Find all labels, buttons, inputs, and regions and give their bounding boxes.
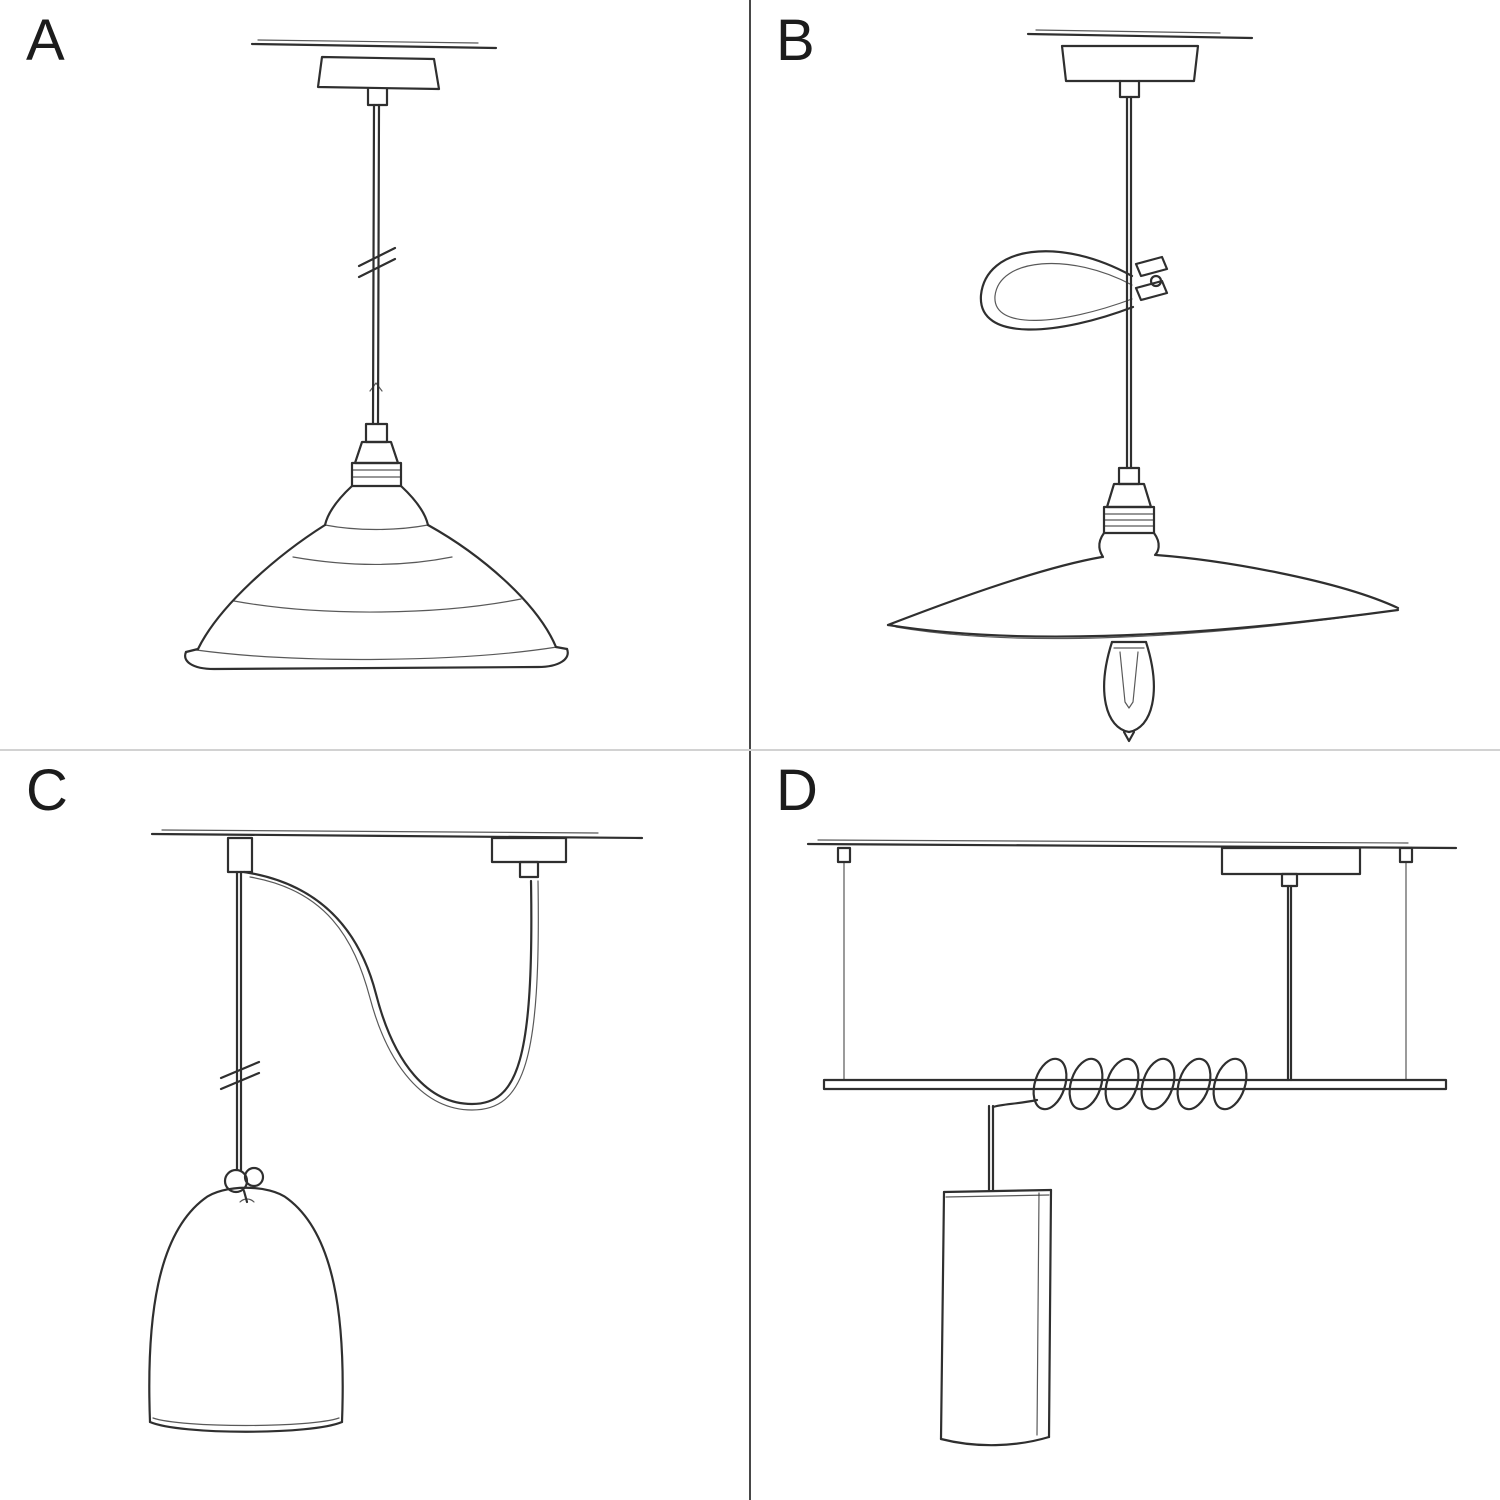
panel-d: D — [750, 750, 1500, 1500]
cable-coils — [991, 1057, 1248, 1111]
cable-clip-with-loop — [979, 250, 1169, 331]
swag-cable — [242, 870, 539, 1111]
ceiling-rose — [1220, 846, 1362, 1082]
lamp-holder — [323, 422, 430, 531]
light-bulb — [1103, 640, 1155, 743]
panel-c-label: C — [26, 758, 69, 823]
bell-shade — [148, 1186, 344, 1433]
swag-pendant-bell-shade-icon — [148, 829, 644, 1433]
bar-suspension-tube-shade-icon — [806, 839, 1458, 1447]
ceiling-line — [150, 829, 644, 840]
pendant-industrial-shade-icon — [184, 39, 569, 671]
ceiling-line — [1026, 29, 1254, 40]
suspension-wires — [836, 846, 1414, 1081]
ceiling-hook — [226, 836, 254, 874]
pendant-plate-shade-bulb-icon — [886, 29, 1400, 743]
cable-knot — [223, 1166, 265, 1204]
panel-a-label: A — [26, 8, 66, 73]
panel-b-label: B — [776, 8, 816, 73]
panel-c: C — [0, 750, 750, 1500]
industrial-shade — [184, 523, 569, 671]
panel-d-label: D — [776, 758, 819, 823]
lamp-holder — [1098, 466, 1160, 559]
ceiling-line — [806, 839, 1458, 850]
horizontal-divider — [0, 749, 1500, 751]
ceiling-rose — [1060, 44, 1200, 99]
pendant-cable — [357, 103, 397, 426]
drop-cable — [987, 1104, 995, 1192]
panel-a: A — [0, 0, 750, 750]
tube-shade — [939, 1188, 1053, 1447]
horizontal-bar — [822, 1078, 1448, 1091]
ceiling-line — [250, 39, 498, 50]
ceiling-rose — [316, 55, 441, 107]
drop-cable — [219, 870, 261, 1172]
panel-b: B — [750, 0, 1500, 750]
plate-shade — [886, 553, 1400, 640]
ceiling-rose — [490, 836, 568, 879]
